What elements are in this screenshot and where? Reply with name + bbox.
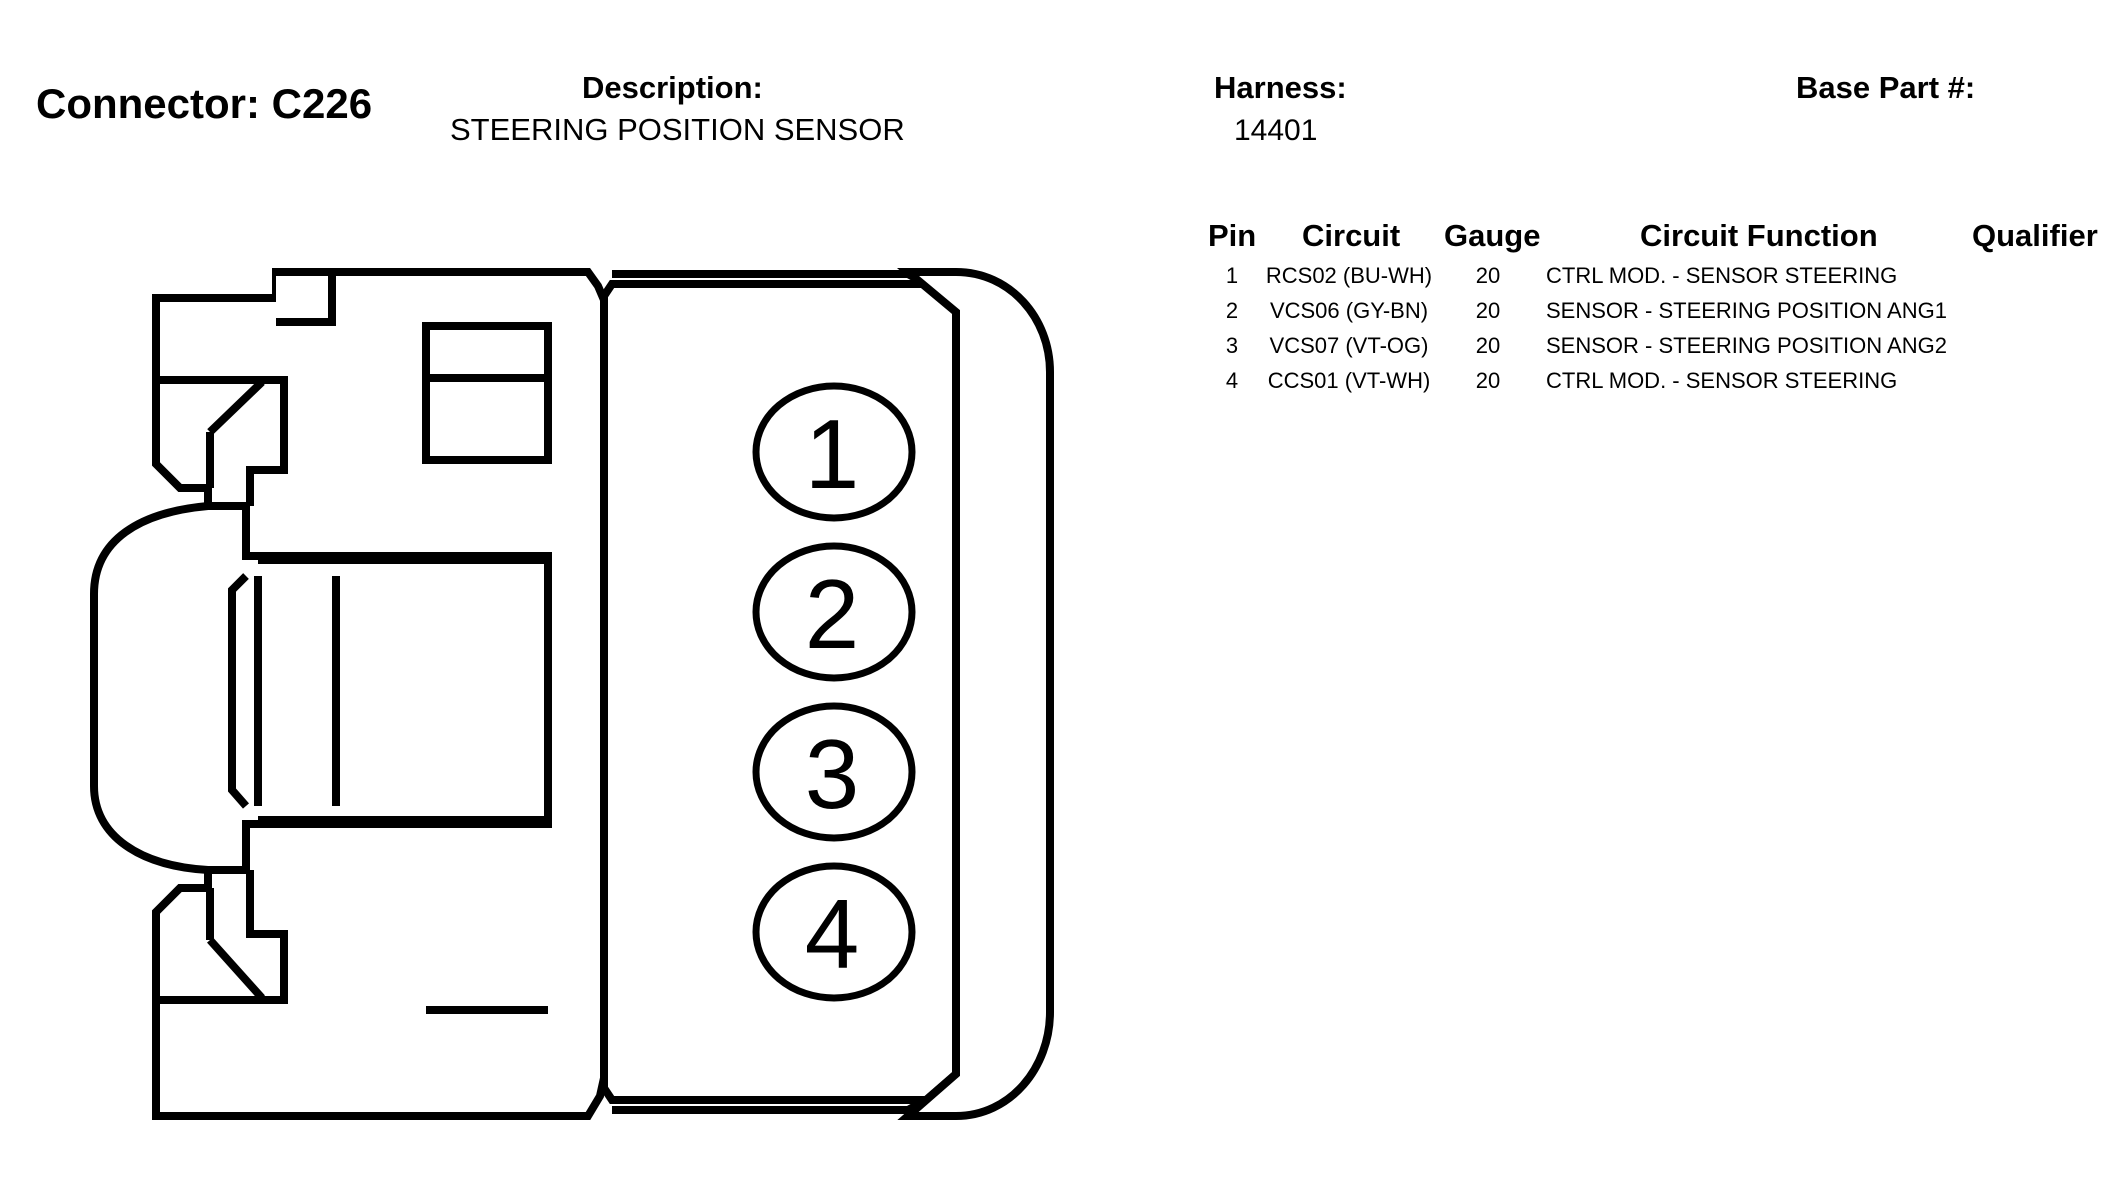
pin-2-circle <box>752 542 916 682</box>
column-header-qualifier: Qualifier <box>1972 218 2098 253</box>
connector-title: Connector: C226 <box>36 80 373 127</box>
table-cell-gauge: 20 <box>1475 368 1501 393</box>
top-window <box>422 322 552 464</box>
table-cell-function: CTRL MOD. - SENSOR STEERING <box>1546 263 1898 288</box>
lower-latch-diagonal <box>207 937 265 1001</box>
upper-latch-diagonal <box>207 379 265 435</box>
table-cell-pin: 4 <box>1225 368 1239 393</box>
pin-1-label: 1 <box>805 399 860 509</box>
table-cell-circuit: VCS06 (GY-BN) <box>1269 298 1429 323</box>
latch-dome <box>90 502 209 874</box>
connector-end-cap <box>896 268 1054 1120</box>
table-cell-gauge: 20 <box>1475 298 1501 323</box>
pin-3-circle <box>752 702 916 842</box>
column-header-circuit-function: Circuit Function <box>1640 218 1878 253</box>
harness-value: 14401 <box>1234 114 1318 147</box>
center-cavity <box>254 556 548 824</box>
table-cell-function: CTRL MOD. - SENSOR STEERING <box>1546 368 1898 393</box>
table-cell-pin: 1 <box>1225 263 1239 288</box>
table-cell-gauge: 20 <box>1475 333 1501 358</box>
table-cell-pin: 2 <box>1225 298 1239 323</box>
description-value: STEERING POSITION SENSOR <box>450 112 905 147</box>
table-cell-function: SENSOR - STEERING POSITION ANG2 <box>1546 333 1947 358</box>
table-cell-gauge: 20 <box>1475 263 1501 288</box>
latch-dome-inner <box>228 573 250 809</box>
table-cell-circuit: VCS07 (VT-OG) <box>1269 333 1429 358</box>
pin-2-label: 2 <box>805 559 860 669</box>
column-header-circuit: Circuit <box>1302 218 1401 253</box>
pin-4-label: 4 <box>805 879 860 989</box>
table-cell-circuit: CCS01 (VT-WH) <box>1267 368 1431 393</box>
column-header-gauge: Gauge <box>1444 218 1541 253</box>
harness-label: Harness: <box>1214 70 1347 105</box>
pin-1-circle <box>752 382 916 522</box>
pin-3-label: 3 <box>805 719 860 829</box>
base-part-label: Base Part #: <box>1796 70 1976 105</box>
table-cell-pin: 3 <box>1225 333 1239 358</box>
table-cell-circuit: RCS02 (BU-WH) <box>1265 263 1433 288</box>
description-label: Description: <box>582 70 763 105</box>
housing-top-tab <box>276 268 336 326</box>
pin-4-circle <box>752 862 916 1002</box>
upper-latch-ramp <box>156 376 288 506</box>
column-header-pin: Pin <box>1208 218 1257 253</box>
table-cell-function: SENSOR - STEERING POSITION ANG1 <box>1546 298 1947 323</box>
lower-latch-ramp <box>156 870 288 1004</box>
